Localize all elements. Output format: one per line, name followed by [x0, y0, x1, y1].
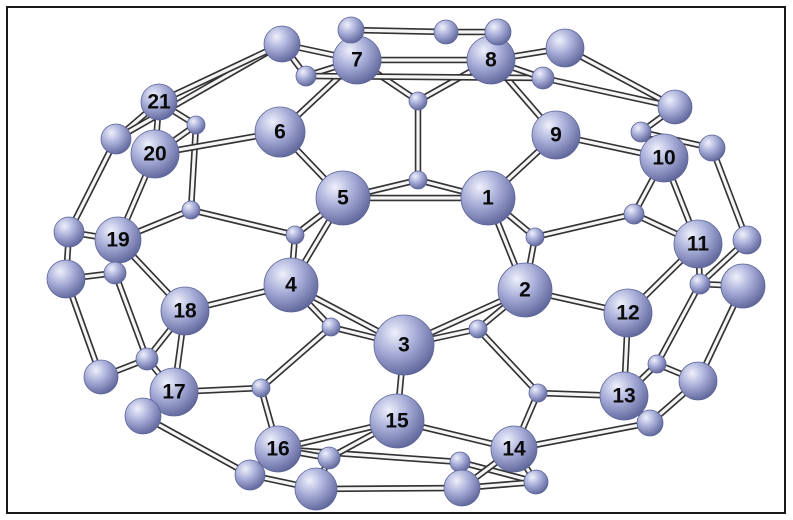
atom [525, 227, 545, 247]
atom-3 [373, 314, 435, 376]
atom [294, 467, 338, 511]
atom [449, 451, 471, 473]
atom [720, 263, 766, 309]
atom [285, 225, 305, 245]
atom-layer [46, 16, 766, 511]
atom-label-8: 8 [485, 49, 497, 72]
atom [732, 225, 762, 255]
atom [647, 354, 667, 374]
atom-label-3: 3 [398, 334, 410, 357]
atom [317, 446, 341, 470]
atom-label-21: 21 [147, 91, 171, 114]
atom-label-9: 9 [550, 124, 562, 147]
atom [295, 65, 317, 87]
atom [53, 216, 85, 248]
atom-12 [603, 288, 653, 338]
atom [443, 469, 481, 507]
atom [103, 261, 127, 285]
atom [433, 19, 459, 45]
bond [111, 269, 151, 363]
atom-label-4: 4 [285, 274, 297, 297]
atom [636, 409, 664, 437]
atom-1 [460, 170, 516, 226]
atom-20 [130, 129, 180, 179]
atom-4 [263, 257, 319, 313]
atom-17 [149, 367, 199, 417]
bond [139, 412, 254, 479]
atom [528, 383, 548, 403]
atom-label-15: 15 [385, 410, 409, 433]
atom-18 [160, 286, 210, 336]
atom [181, 200, 201, 220]
atom [657, 89, 693, 125]
atom [100, 123, 132, 155]
atom [630, 121, 652, 143]
bond [561, 44, 679, 111]
atom-label-14: 14 [502, 438, 526, 461]
label-layer: 1 2 3 4 5 6 7 8 9 10 11 12 13 14 15 16 1… [106, 49, 709, 461]
atom-11 [673, 219, 723, 269]
atom-2 [497, 262, 553, 318]
bond [539, 74, 679, 111]
atom-21 [140, 83, 178, 121]
atom [484, 18, 512, 46]
atom-15 [369, 393, 425, 449]
atom-13 [599, 371, 649, 421]
bond [347, 26, 450, 36]
atom-label-13: 13 [612, 385, 635, 408]
atom-label-7: 7 [351, 49, 363, 72]
atom [678, 361, 718, 401]
bond [312, 484, 466, 493]
atom [545, 28, 585, 68]
bond [456, 458, 540, 486]
atom-label-12: 12 [616, 302, 639, 325]
atom-label-16: 16 [266, 438, 289, 461]
atom [124, 397, 162, 435]
atom [186, 115, 206, 135]
atom-label-19: 19 [106, 229, 129, 252]
atom [408, 91, 428, 111]
bond [187, 206, 299, 239]
atom [321, 317, 341, 337]
atom-label-18: 18 [173, 300, 197, 323]
atom [46, 259, 86, 299]
atom-label-10: 10 [652, 147, 675, 170]
atom [531, 66, 555, 90]
atom [234, 459, 266, 491]
atom-6 [254, 106, 306, 158]
atom [135, 347, 159, 371]
atom [698, 134, 726, 162]
atom [408, 170, 428, 190]
bond [653, 280, 704, 368]
bond [474, 325, 542, 397]
bond [531, 210, 638, 241]
bond [708, 144, 751, 244]
atom [83, 359, 119, 395]
atom-5 [315, 170, 371, 226]
atom [263, 25, 301, 63]
atom [689, 273, 711, 295]
atom-label-20: 20 [143, 143, 166, 166]
bond [187, 121, 200, 214]
atom-label-17: 17 [162, 381, 185, 404]
atom [623, 203, 645, 225]
atom-16 [254, 425, 302, 473]
bond [155, 40, 286, 106]
atom-label-6: 6 [274, 121, 286, 144]
atom-10 [639, 133, 689, 183]
atom [468, 319, 488, 339]
atom [337, 16, 365, 44]
atom-label-1: 1 [482, 187, 494, 210]
atom [251, 378, 271, 398]
bond [257, 323, 335, 392]
atom-label-5: 5 [337, 187, 349, 210]
atom [523, 469, 549, 495]
atom-label-2: 2 [519, 279, 531, 302]
atom-14 [490, 425, 538, 473]
bond [65, 135, 120, 236]
atom-9 [531, 110, 581, 160]
atom-label-11: 11 [687, 233, 710, 256]
